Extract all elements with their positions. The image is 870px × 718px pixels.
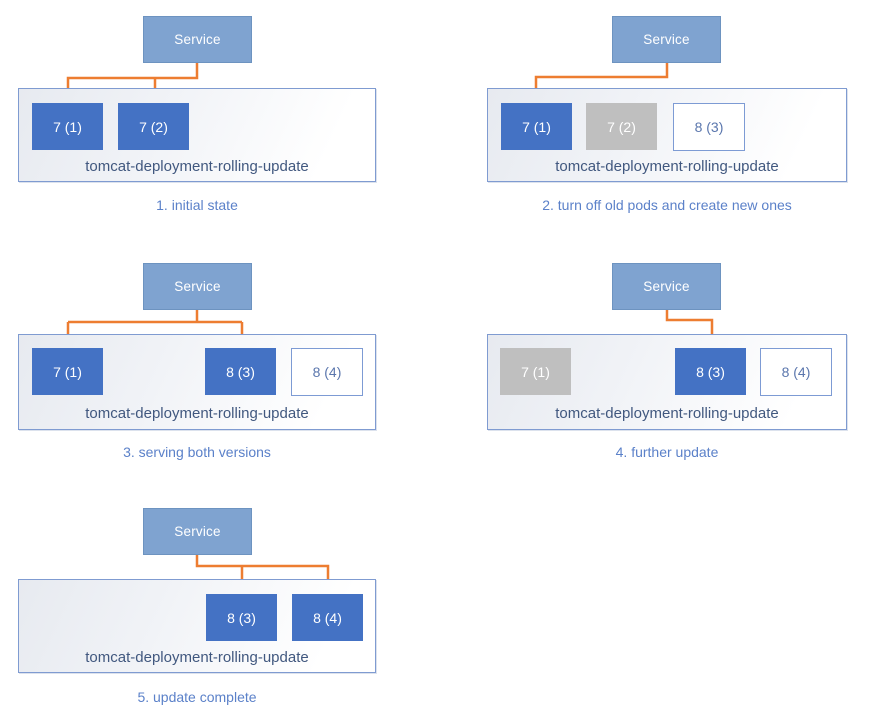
service-box: Service <box>612 263 721 310</box>
pod-box: 7 (1) <box>32 103 103 150</box>
panel-caption: 2. turn off old pods and create new ones <box>542 197 792 213</box>
pod-box: 8 (3) <box>675 348 746 395</box>
pod-box: 8 (3) <box>206 594 277 641</box>
service-label: Service <box>174 32 221 47</box>
service-box: Service <box>143 508 252 555</box>
panel-4-further-update: Service 7 (1) 8 (3) 8 (4) tomcat-deploym… <box>430 240 870 485</box>
deployment-label: tomcat-deployment-rolling-update <box>555 405 779 422</box>
pod-box: 8 (4) <box>760 348 832 396</box>
deployment-label: tomcat-deployment-rolling-update <box>85 649 309 666</box>
deployment-label: tomcat-deployment-rolling-update <box>85 405 309 422</box>
pod-box: 7 (1) <box>32 348 103 395</box>
deployment-label: tomcat-deployment-rolling-update <box>555 158 779 175</box>
panel-caption: 4. further update <box>615 444 719 460</box>
pod-box: 8 (4) <box>291 348 363 396</box>
pod-box: 7 (2) <box>118 103 189 150</box>
service-label: Service <box>174 524 221 539</box>
service-label: Service <box>643 32 690 47</box>
panel-caption: 5. update complete <box>137 689 257 705</box>
pod-box: 7 (1) <box>500 348 571 395</box>
panel-5-update-complete: Service 8 (3) 8 (4) tomcat-deployment-ro… <box>0 480 435 718</box>
panel-caption: 3. serving both versions <box>123 444 271 460</box>
panel-3-serving-both-versions: Service 7 (1) 8 (3) 8 (4) tomcat-deploym… <box>0 240 435 485</box>
pod-box: 8 (3) <box>673 103 745 151</box>
service-box: Service <box>143 16 252 63</box>
deployment-box <box>487 88 847 182</box>
service-box: Service <box>612 16 721 63</box>
service-box: Service <box>143 263 252 310</box>
pod-box: 8 (3) <box>205 348 276 395</box>
pod-box: 7 (2) <box>586 103 657 150</box>
panel-caption: 1. initial state <box>156 197 238 213</box>
pod-box: 8 (4) <box>292 594 363 641</box>
service-label: Service <box>643 279 690 294</box>
panel-2-turn-off-old-pods: Service 7 (1) 7 (2) 8 (3) tomcat-deploym… <box>430 0 870 240</box>
deployment-label: tomcat-deployment-rolling-update <box>85 158 309 175</box>
pod-box: 7 (1) <box>501 103 572 150</box>
service-label: Service <box>174 279 221 294</box>
panel-1-initial-state: Service 7 (1) 7 (2) tomcat-deployment-ro… <box>0 0 435 240</box>
